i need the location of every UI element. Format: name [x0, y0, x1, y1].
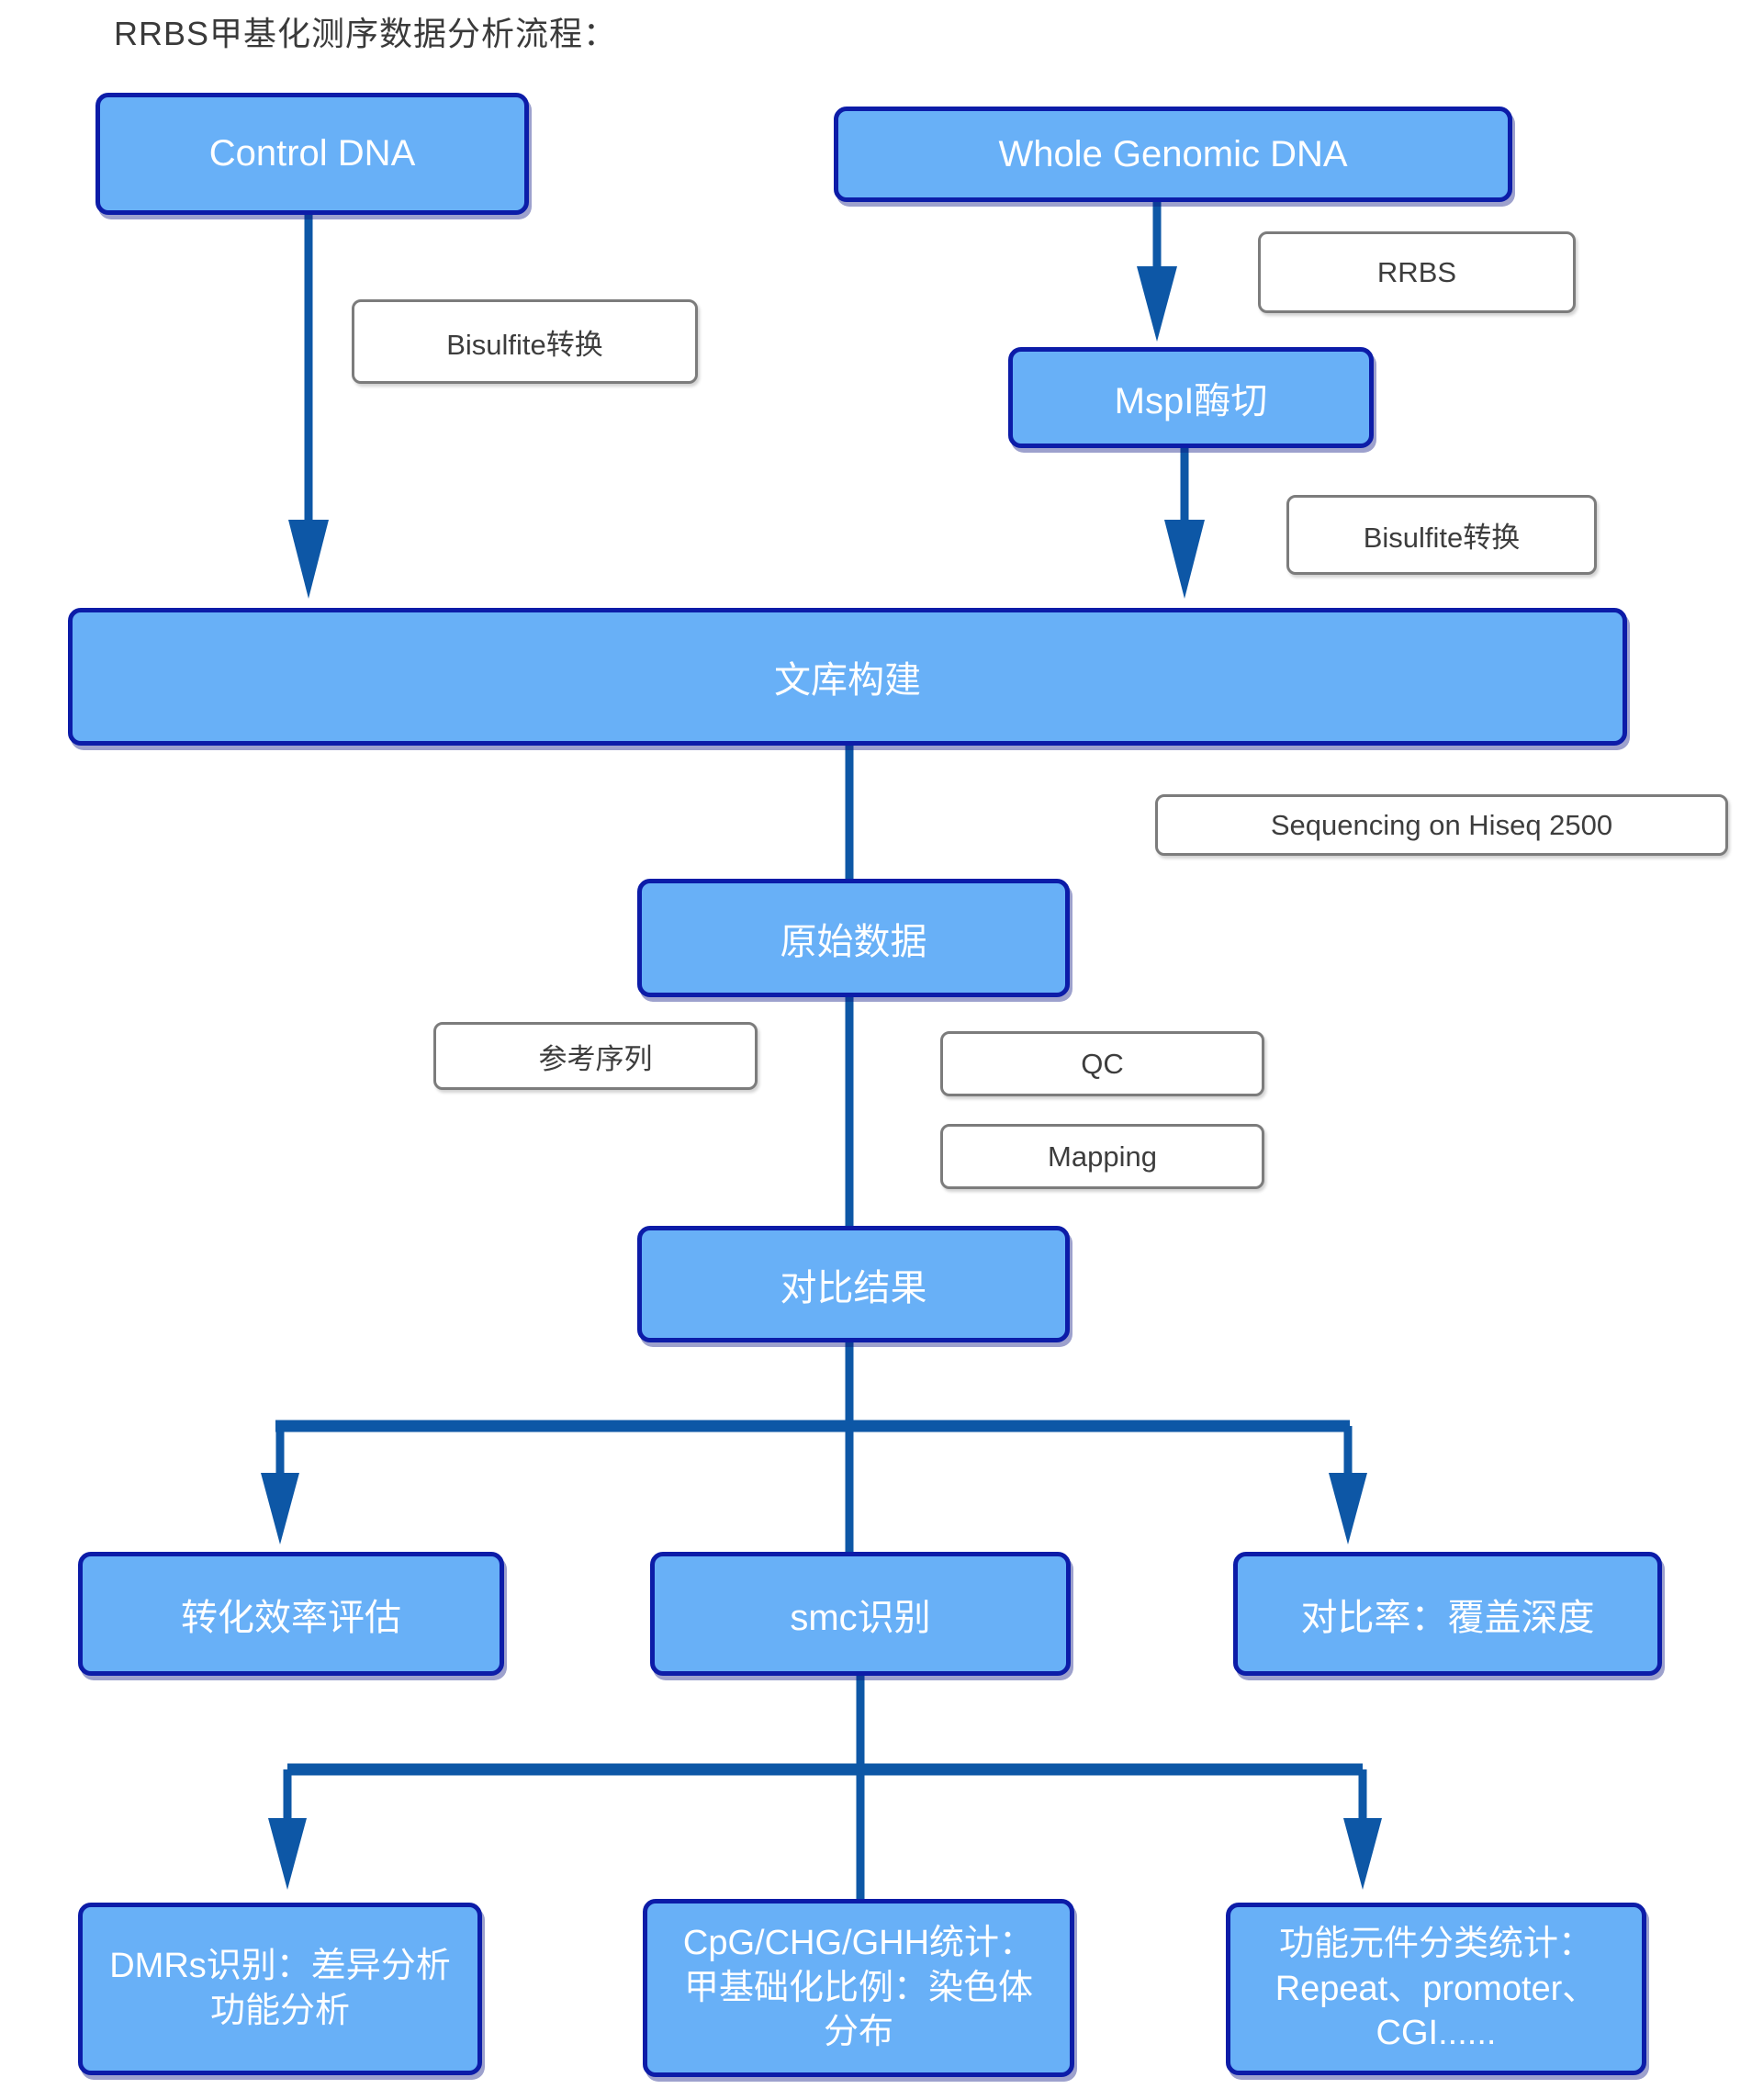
node-alignment-rate-coverage: 对比率：覆盖深度 — [1233, 1552, 1662, 1676]
arrowhead-mspi-to-library — [1164, 520, 1205, 599]
arrowhead-branch1-left — [261, 1473, 299, 1544]
node-smc-identification: smc识别 — [650, 1552, 1071, 1676]
arrowhead-branch2-right — [1343, 1818, 1382, 1890]
label-rrbs: RRBS — [1258, 231, 1576, 313]
node-conversion-efficiency: 转化效率评估 — [78, 1552, 504, 1676]
node-control-dna: Control DNA — [95, 93, 529, 215]
node-alignment-result: 对比结果 — [637, 1226, 1070, 1342]
page-title: RRBS甲基化测序数据分析流程： — [114, 15, 618, 52]
label-bisulfite-conversion-right: Bisulfite转换 — [1286, 495, 1597, 575]
node-library-construction: 文库构建 — [68, 608, 1627, 746]
node-cpg-chg-ghh-stats: CpG/CHG/GHH统计： 甲基础化比例：染色体 分布 — [643, 1899, 1074, 2077]
arrowhead-wgd-to-mspi — [1137, 266, 1177, 342]
label-mapping: Mapping — [940, 1124, 1264, 1189]
label-bisulfite-conversion-left: Bisulfite转换 — [352, 299, 698, 384]
label-reference-sequence: 参考序列 — [433, 1022, 758, 1090]
node-mspi-digestion: MspI酶切 — [1008, 347, 1374, 448]
arrowhead-control-to-library — [288, 520, 329, 599]
label-qc: QC — [940, 1031, 1264, 1096]
node-functional-elements-stats: 功能元件分类统计： Repeat、promoter、 CGI...... — [1226, 1903, 1646, 2075]
arrowhead-branch1-right — [1329, 1473, 1367, 1544]
node-dmrs-identification: DMRs识别：差异分析 功能分析 — [78, 1903, 482, 2075]
node-raw-data: 原始数据 — [637, 879, 1070, 997]
node-whole-genomic-dna: Whole Genomic DNA — [834, 107, 1512, 202]
label-sequencing-hiseq: Sequencing on Hiseq 2500 — [1155, 794, 1728, 856]
arrowhead-branch2-left — [268, 1818, 307, 1890]
